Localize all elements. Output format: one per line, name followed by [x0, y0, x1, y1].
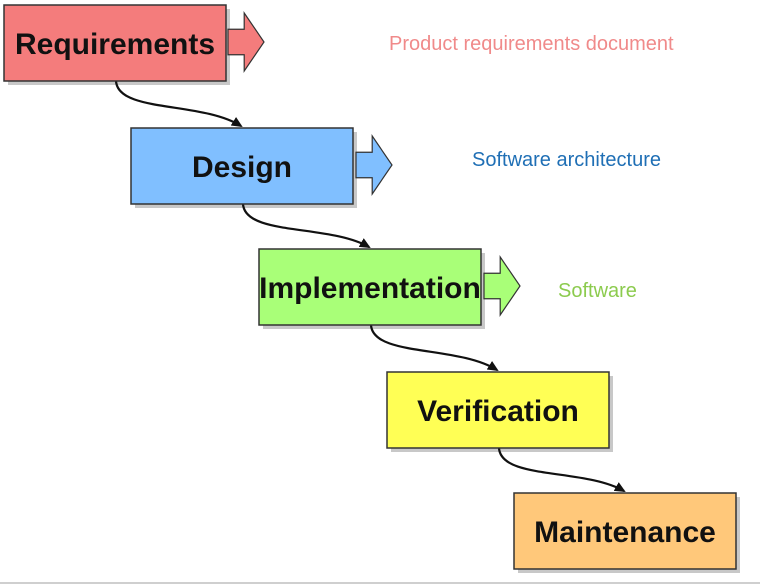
requirements-stage: Requirements	[3, 4, 227, 82]
implementation-box	[258, 248, 482, 326]
design-label: Design	[192, 151, 292, 184]
requirements-output-label: Product requirements document	[389, 33, 674, 55]
implementation-output-label: Software	[558, 280, 637, 302]
design-output-label: Software architecture	[472, 149, 661, 171]
requirements-output-arrow-icon	[227, 11, 265, 73]
stage-connectors	[114, 80, 626, 492]
implementation-label: Implementation	[259, 272, 481, 305]
verification-to-maintenance-connector	[497, 447, 626, 492]
design-box	[130, 127, 354, 205]
maintenance-label: Maintenance	[534, 516, 716, 549]
requirements-box	[3, 4, 227, 82]
requirements-label: Requirements	[15, 28, 215, 61]
design-stage: Design	[130, 127, 354, 205]
design-to-implementation-connector	[241, 203, 371, 248]
implementation-stage: Implementation	[258, 248, 482, 326]
verification-stage: Verification	[386, 371, 610, 449]
requirements-to-design-connector	[114, 80, 243, 128]
implementation-to-verification-connector	[369, 324, 499, 372]
verification-box	[386, 371, 610, 449]
output-arrows	[227, 11, 521, 317]
maintenance-box	[513, 492, 737, 570]
implementation-output-arrow-icon	[483, 255, 521, 317]
stage-boxes: RequirementsDesignImplementationVerifica…	[3, 4, 737, 570]
verification-label: Verification	[417, 395, 579, 428]
maintenance-stage: Maintenance	[513, 492, 737, 570]
design-output-arrow-icon	[355, 134, 393, 196]
bottom-divider	[0, 582, 760, 584]
